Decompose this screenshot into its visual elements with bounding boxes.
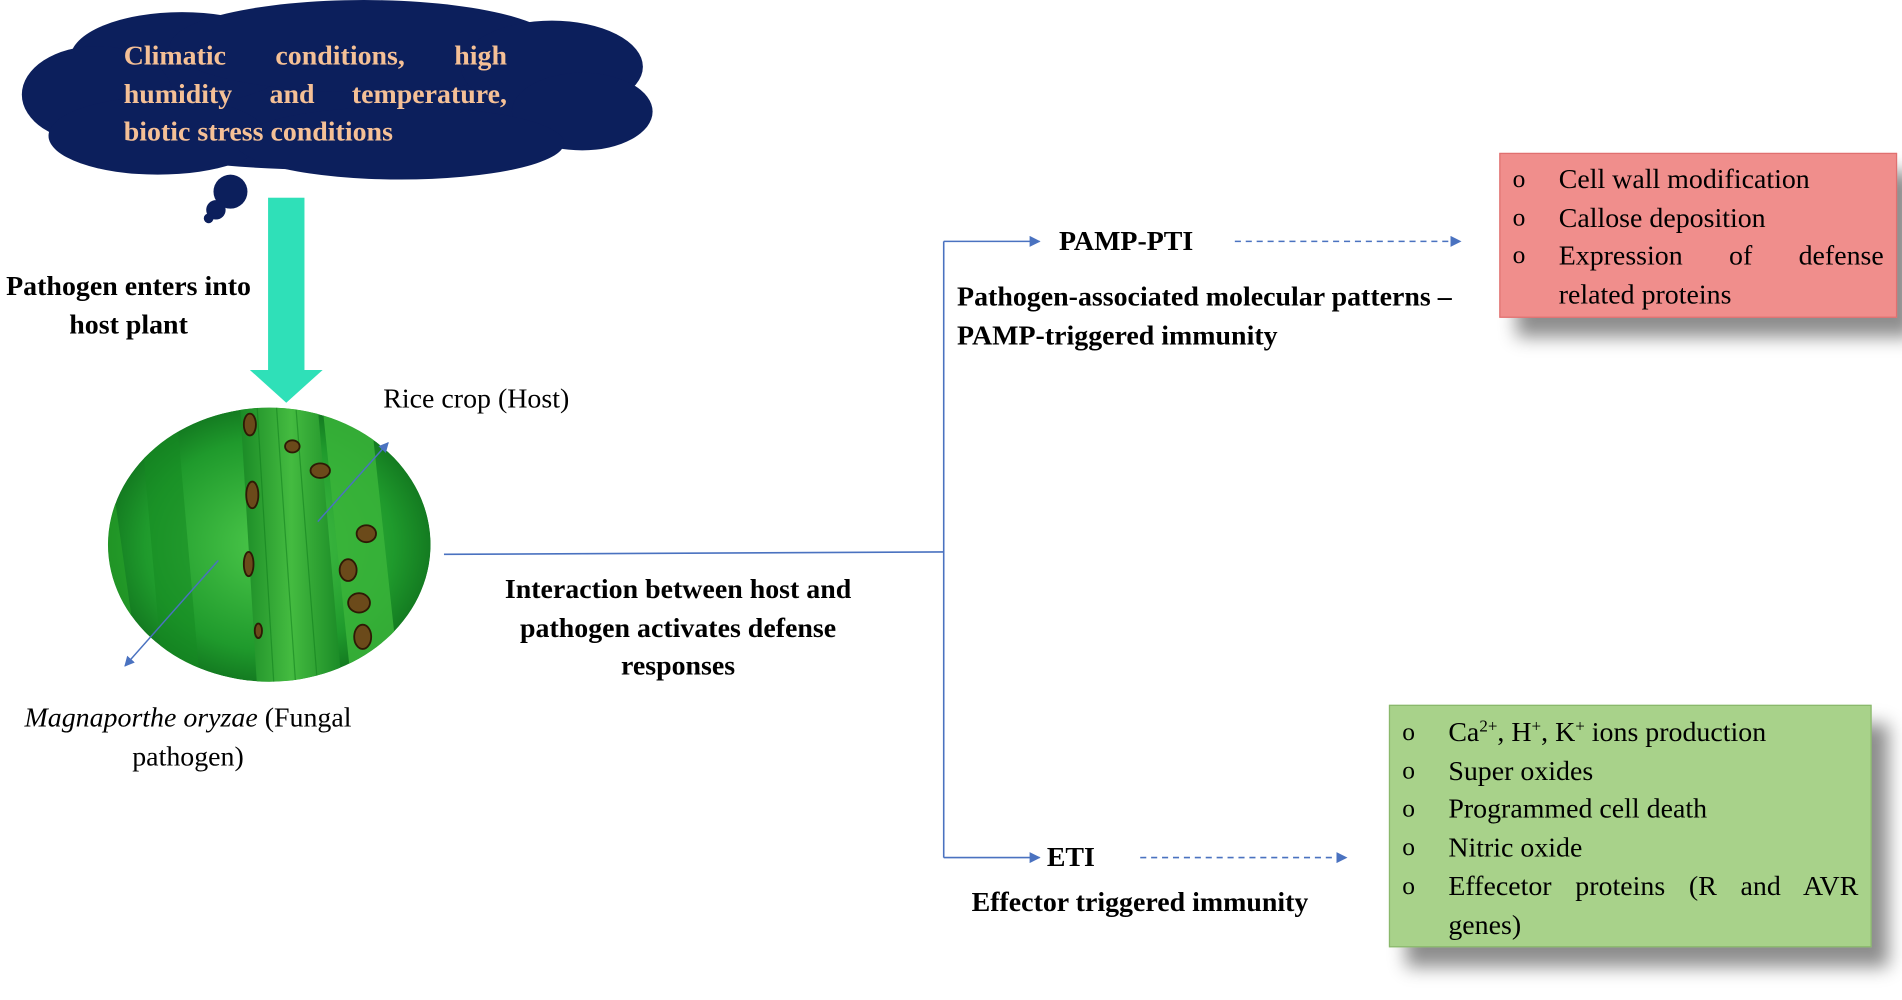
pathogen-pointer — [124, 559, 219, 667]
pathogen-species: Magnaporthe oryzae — [24, 702, 258, 733]
host-label: Rice crop (Host) — [383, 383, 570, 414]
pathogen-suffix: (Fungal pathogen) — [132, 702, 352, 771]
cloud-conditions-text: Climatic conditions, high humidity and t… — [123, 40, 508, 147]
entry-arrow — [249, 197, 323, 403]
bullet-icon: o — [1512, 202, 1526, 232]
bullet-icon: o — [1512, 163, 1526, 193]
host-pointer — [317, 441, 389, 523]
pathogen-label: Magnaporthe oryzae (Fungal pathogen) — [0, 699, 376, 775]
bullet-icon: o — [1512, 240, 1526, 270]
connector-lines — [443, 235, 1041, 864]
rice-leaf-image — [107, 407, 431, 682]
eti-title: ETI — [1046, 841, 1095, 873]
eti-description: Effector triggered immunity — [971, 886, 1309, 918]
pti-description: Pathogen-associated molecular patterns –… — [957, 281, 1452, 350]
pti-title: PAMP-PTI — [1058, 225, 1194, 256]
bullet-icon: o — [1402, 716, 1415, 746]
bullet-icon: o — [1402, 755, 1415, 785]
interaction-label: Interaction between host and pathogen ac… — [504, 573, 852, 681]
thought-cloud — [21, 0, 653, 224]
bullet-icon: o — [1402, 793, 1415, 823]
pathogen-entry-label: Pathogen enters into host plant — [6, 270, 252, 340]
bullet-icon: o — [1402, 870, 1415, 900]
bullet-icon: o — [1402, 832, 1415, 862]
